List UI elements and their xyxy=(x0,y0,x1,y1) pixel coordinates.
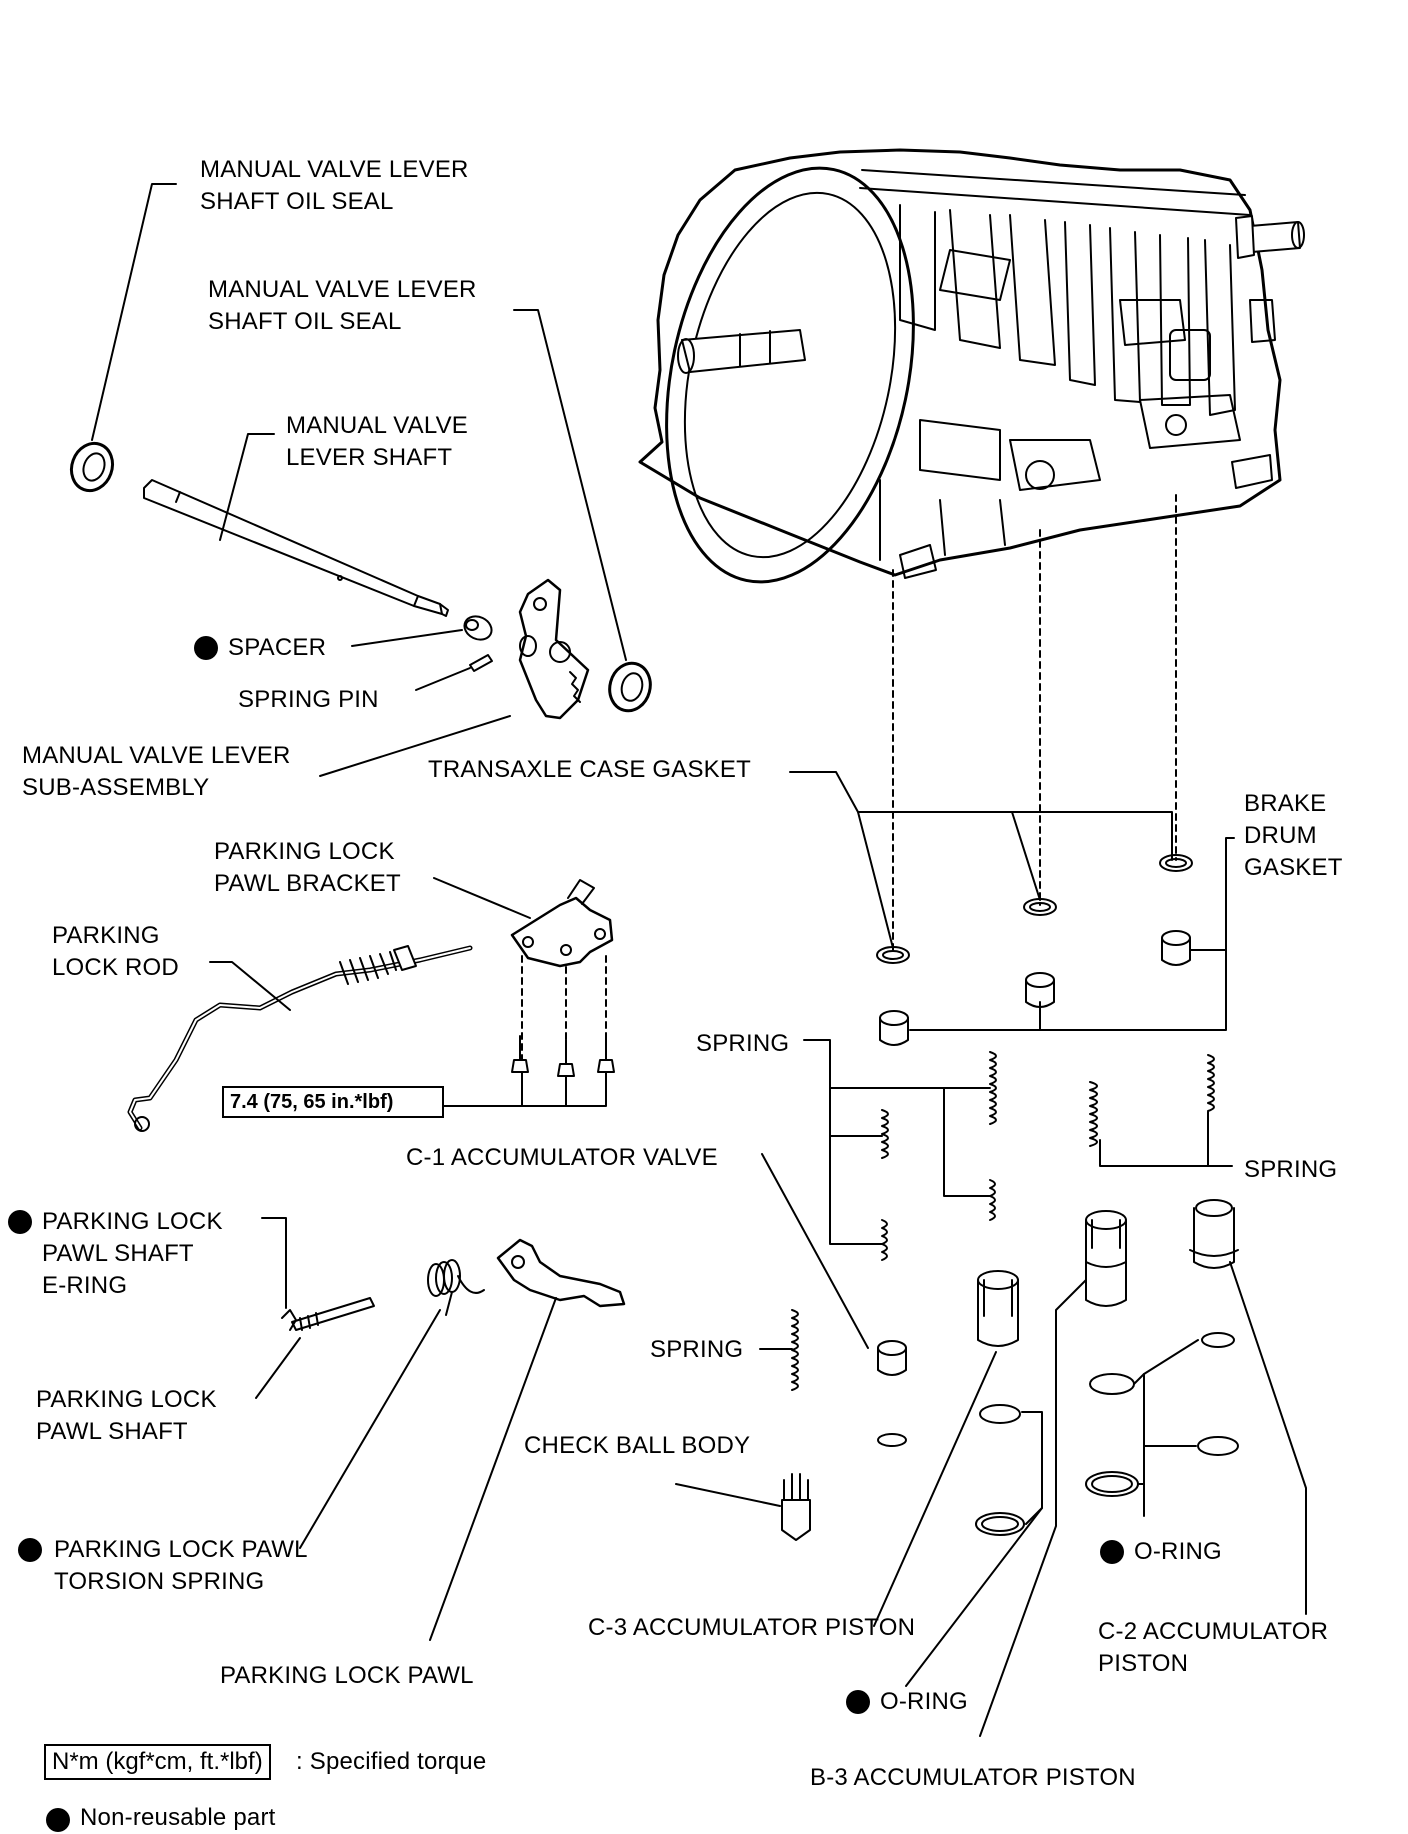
label-c2-piston-line1: C-2 ACCUMULATOR xyxy=(1098,1618,1329,1645)
label-o-ring-1: O-RING xyxy=(1134,1538,1222,1565)
label-brake-drum-line2: DRUM xyxy=(1244,822,1317,849)
label-lever-shaft-line2: LEVER SHAFT xyxy=(286,444,453,471)
parking-lock-rod-part xyxy=(127,945,473,1132)
label-spring-pin: SPRING PIN xyxy=(238,686,379,713)
leader-lines xyxy=(91,183,1307,1737)
label-case-gasket: TRANSAXLE CASE GASKET xyxy=(428,756,751,783)
label-spacer: SPACER xyxy=(228,634,327,661)
transaxle-case-gaskets xyxy=(876,854,1193,964)
label-pawl-shaft-line1: PARKING LOCK xyxy=(36,1386,217,1413)
label-lock-rod-line2: LOCK ROD xyxy=(52,954,179,981)
spacer-part xyxy=(463,615,493,641)
label-e-ring-line3: E-RING xyxy=(42,1272,128,1299)
label-lever-sub-line2: SUB-ASSEMBLY xyxy=(22,774,210,801)
label-spring-1: SPRING xyxy=(696,1030,790,1057)
parking-lock-pawl-bracket-part xyxy=(510,879,614,968)
label-spring-2: SPRING xyxy=(1244,1156,1338,1183)
label-pawl-shaft-line2: PAWL SHAFT xyxy=(36,1418,188,1445)
label-torsion-spring-line1: PARKING LOCK PAWL xyxy=(54,1536,308,1563)
label-b3-piston: B-3 ACCUMULATOR PISTON xyxy=(810,1764,1136,1791)
parking-lock-pawl-shaft-part xyxy=(281,1297,375,1331)
legend-torque-box: N*m (kgf*cm, ft.*lbf) xyxy=(44,1744,271,1780)
b3-accumulator-piston-part xyxy=(1085,1210,1127,1307)
c2-accumulator-piston-part xyxy=(1189,1199,1239,1269)
oil-seal-left xyxy=(69,441,115,493)
label-o-ring-2: O-RING xyxy=(880,1688,968,1715)
nonreusable-dot xyxy=(8,1210,32,1234)
label-torsion-spring-line2: TORSION SPRING xyxy=(54,1568,265,1595)
label-c1-valve: C-1 ACCUMULATOR VALVE xyxy=(406,1144,718,1171)
label-lever-sub-line1: MANUAL VALVE LEVER xyxy=(22,742,291,769)
label-pawl-bracket-line2: PAWL BRACKET xyxy=(214,870,401,897)
nonreusable-dot xyxy=(846,1690,870,1714)
label-c2-piston-line2: PISTON xyxy=(1098,1650,1189,1677)
legend-torque-text: : Specified torque xyxy=(296,1748,487,1775)
label-lever-shaft-line1: MANUAL VALVE xyxy=(286,412,469,439)
manual-valve-lever-part xyxy=(518,578,590,720)
transmission-case xyxy=(638,148,1305,584)
c3-accumulator-piston-part xyxy=(977,1270,1019,1347)
label-oil-seal-1-line1: MANUAL VALVE LEVER xyxy=(200,156,469,183)
springs xyxy=(791,1051,1215,1391)
legend-nonreusable-dot xyxy=(46,1808,70,1832)
label-oil-seal-2-line2: SHAFT OIL SEAL xyxy=(208,308,402,335)
alignment-lines xyxy=(521,494,1177,1061)
torque-spec-box: 7.4 (75, 65 in.*lbf) xyxy=(222,1086,444,1118)
manual-valve-lever-shaft xyxy=(143,479,449,617)
label-check-ball: CHECK BALL BODY xyxy=(524,1432,751,1459)
label-pawl: PARKING LOCK PAWL xyxy=(220,1662,474,1689)
label-brake-drum-line1: BRAKE xyxy=(1244,790,1327,817)
torsion-spring-part xyxy=(427,1259,485,1316)
label-brake-drum-line3: GASKET xyxy=(1244,854,1343,881)
label-pawl-bracket-line1: PARKING LOCK xyxy=(214,838,395,865)
nonreusable-dot xyxy=(1100,1540,1124,1564)
label-e-ring-line1: PARKING LOCK xyxy=(42,1208,223,1235)
spring-pin-part xyxy=(469,654,493,672)
label-spring-3: SPRING xyxy=(650,1336,744,1363)
label-c3-piston: C-3 ACCUMULATOR PISTON xyxy=(588,1614,916,1641)
parking-lock-pawl-part xyxy=(496,1238,626,1308)
nonreusable-dot xyxy=(194,636,218,660)
check-ball-body-part xyxy=(781,1473,811,1541)
label-oil-seal-2-line1: MANUAL VALVE LEVER xyxy=(208,276,477,303)
o-rings xyxy=(877,1332,1239,1536)
oil-seal-right xyxy=(608,661,652,713)
bracket-bolts xyxy=(511,1035,615,1107)
nonreusable-dot xyxy=(18,1538,42,1562)
accumulator-valves xyxy=(877,930,1191,1376)
label-lock-rod-line1: PARKING xyxy=(52,922,160,949)
legend-nonreusable-text: Non-reusable part xyxy=(80,1804,276,1831)
label-e-ring-line2: PAWL SHAFT xyxy=(42,1240,194,1267)
label-oil-seal-1-line2: SHAFT OIL SEAL xyxy=(200,188,394,215)
